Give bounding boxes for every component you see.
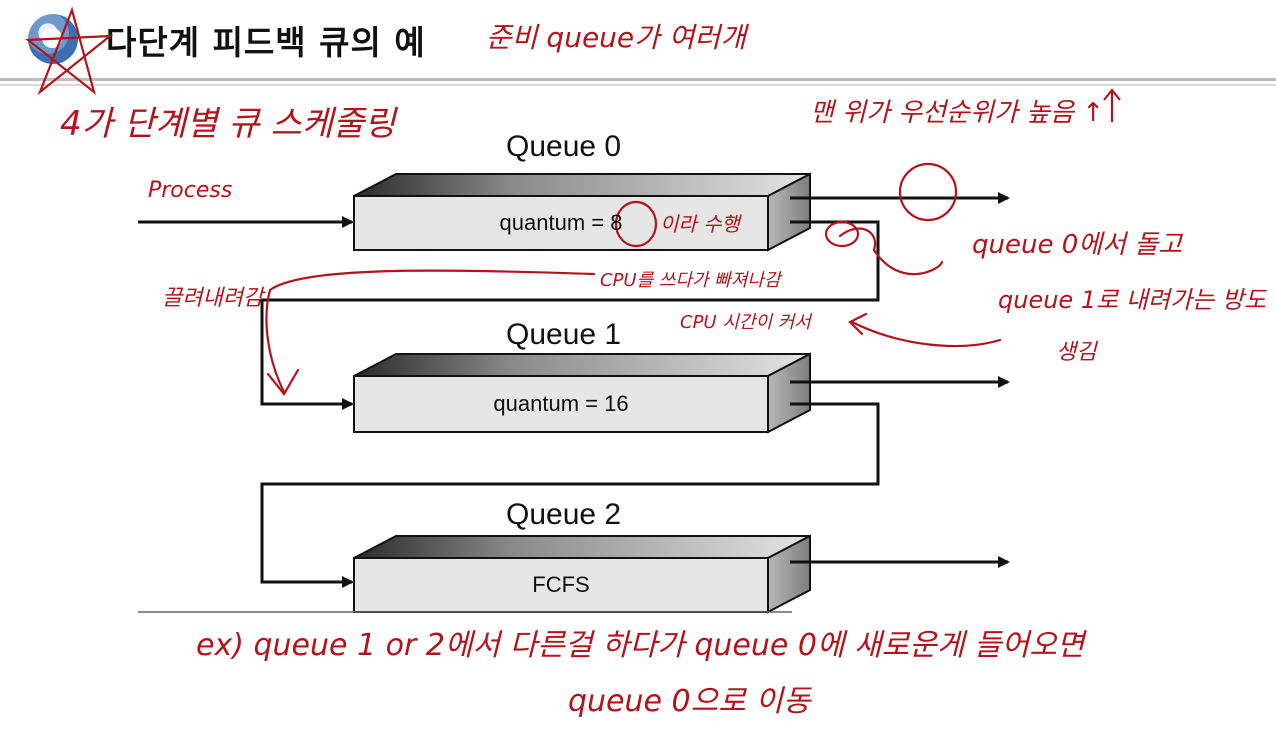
queue-0-label: Queue 0 — [506, 130, 622, 163]
priority-note: 맨 위가 우선순위가 높음 ↑ — [810, 98, 1105, 128]
title-bar: 다단계 피드백 큐의 예 — [0, 0, 1276, 90]
queue-1-label: Queue 1 — [506, 318, 622, 351]
cpu-time-note: CPU 시간이 커서 — [680, 312, 811, 333]
queue-1-box — [353, 352, 811, 434]
fall-note: 끌려내려감 — [162, 286, 264, 311]
quantum-note: 이라 수행 — [660, 212, 740, 236]
title-note: 준비 queue가 여러개 — [486, 21, 747, 54]
queue-2-policy: FCFS — [532, 572, 590, 597]
entry-label: Process — [148, 178, 233, 203]
stages-note: 4가 단계별 큐 스케줄링 — [60, 104, 396, 144]
queue-0-quantum: quantum = 8 — [499, 210, 623, 235]
queue-0-to-1-connector — [260, 220, 880, 410]
example-note-2: queue 0으로 이동 — [568, 684, 811, 719]
ink-annotations — [25, 6, 1002, 396]
queue-move-note-2: queue 1로 내려가는 방도 — [998, 286, 1266, 314]
queue-2-box — [353, 534, 811, 614]
title-divider — [0, 78, 1276, 81]
queue-0-box — [353, 172, 811, 252]
queue-1-quantum: quantum = 16 — [493, 391, 629, 416]
queue-2-label: Queue 2 — [506, 498, 622, 531]
queue-move-note-3: 생김 — [1056, 340, 1097, 365]
example-note-1: ex) queue 1 or 2에서 다른걸 하다가 queue 0에 새로운게… — [196, 628, 1085, 663]
queue-1-to-2-connector — [260, 402, 880, 588]
title-divider-light — [0, 84, 1276, 86]
queue-move-note-1: queue 0에서 돌고 — [972, 230, 1183, 260]
cpu-usage-note: CPU를 쓰다가 빠져나감 — [600, 270, 781, 291]
slide-title: 다단계 피드백 큐의 예 — [106, 23, 426, 62]
